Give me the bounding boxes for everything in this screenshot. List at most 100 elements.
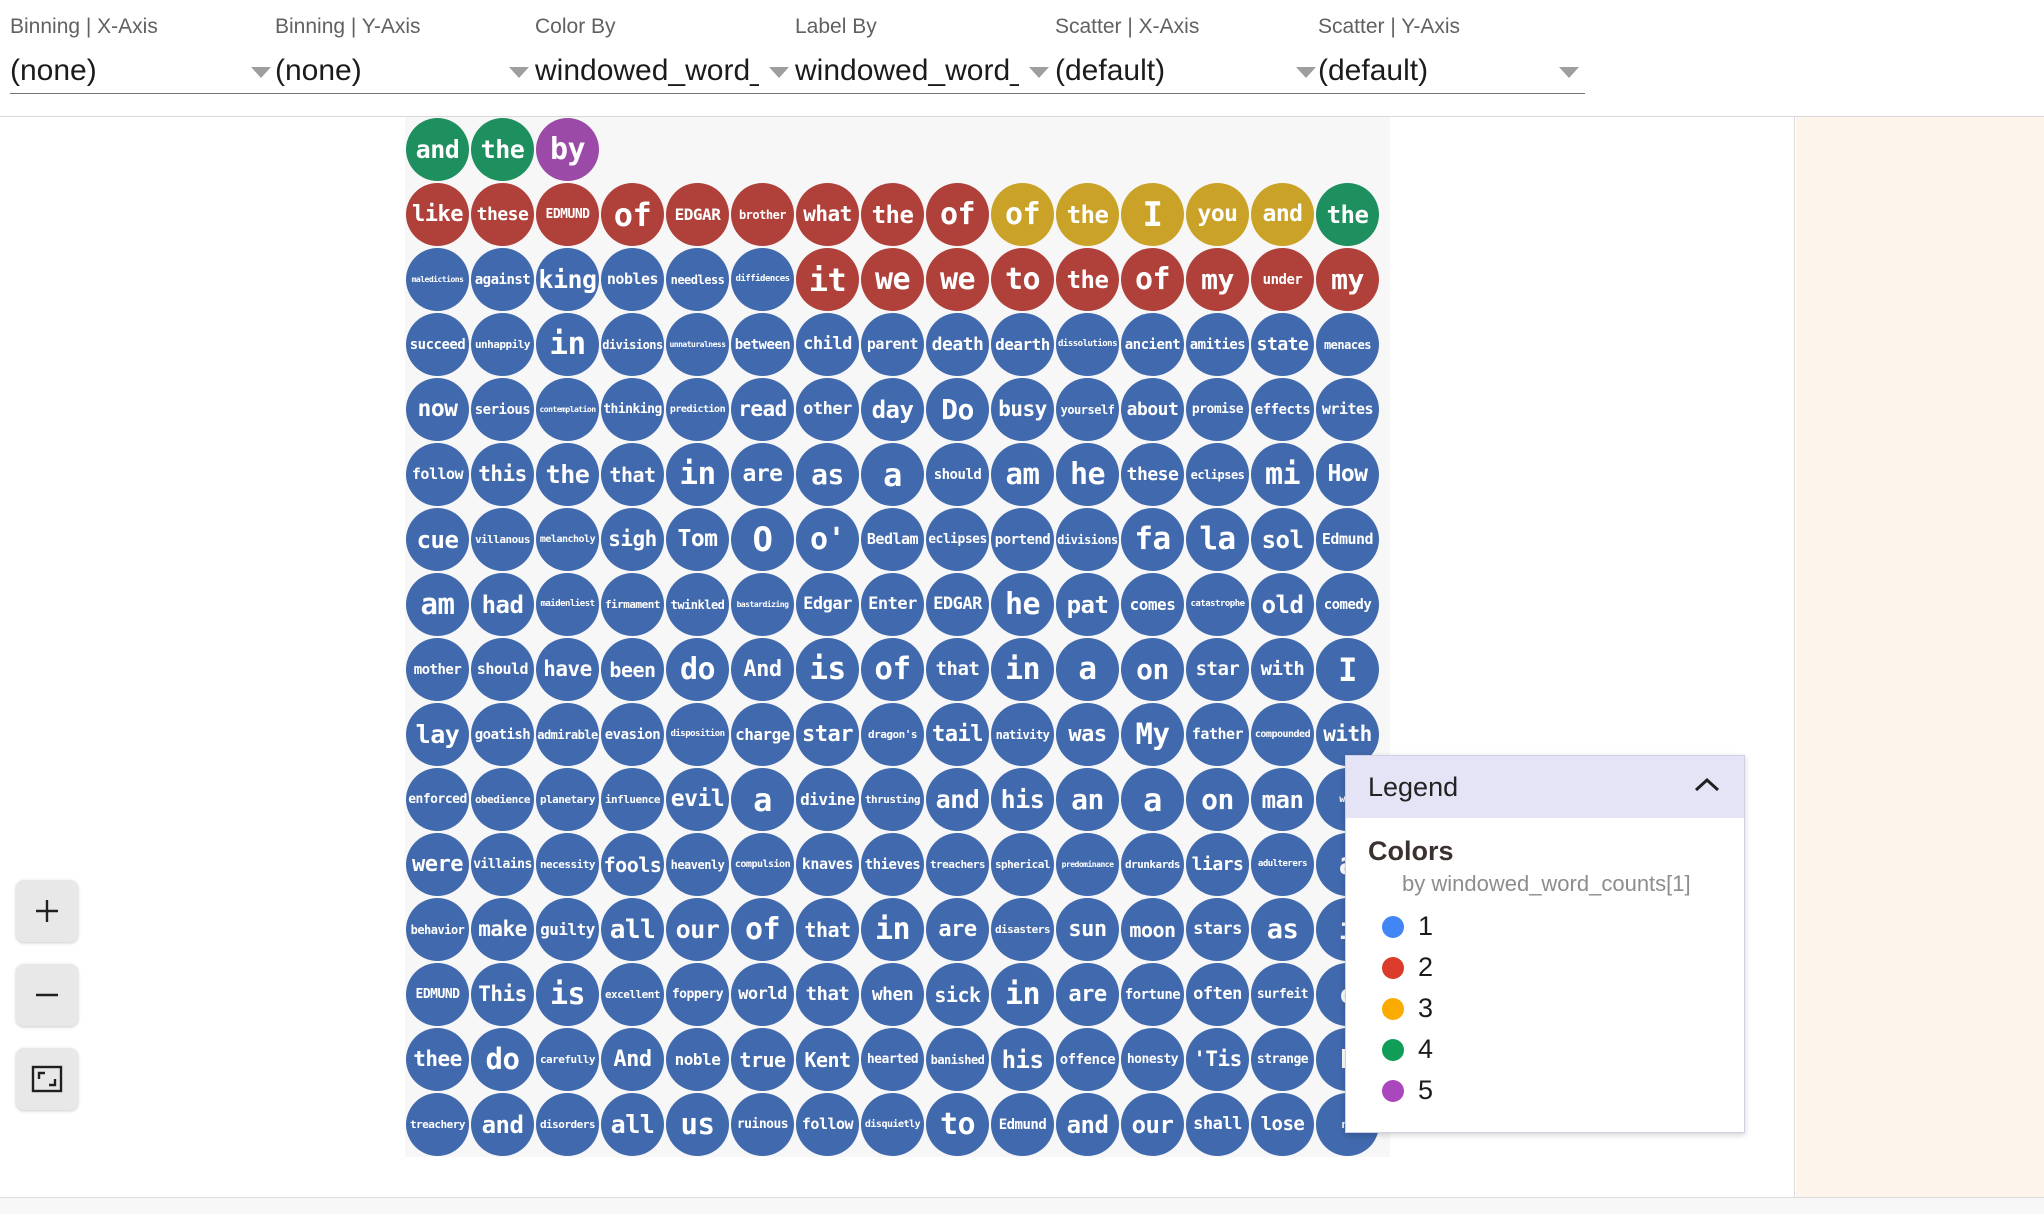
legend-item[interactable]: 3 — [1382, 993, 1722, 1024]
bubble-cell[interactable]: often — [1185, 962, 1250, 1027]
bubble-cell[interactable]: state — [1250, 312, 1315, 377]
bubble-cell[interactable]: the — [1055, 247, 1120, 312]
bubble[interactable]: I — [1316, 638, 1379, 701]
bubble[interactable]: these — [471, 183, 534, 246]
bubble-cell[interactable]: brother — [730, 182, 795, 247]
bubble[interactable]: planetary — [536, 768, 599, 831]
bubble-cell[interactable]: am — [405, 572, 470, 637]
bubble[interactable]: as — [1251, 898, 1314, 961]
bubble[interactable]: child — [796, 313, 859, 376]
bubble[interactable]: our — [1121, 1093, 1184, 1156]
bubble[interactable]: we — [861, 248, 924, 311]
bubble-cell[interactable]: catastrophe — [1185, 572, 1250, 637]
bubble[interactable]: menaces — [1316, 313, 1379, 376]
bubble[interactable]: prediction — [666, 378, 729, 441]
bubble[interactable]: nativity — [991, 703, 1054, 766]
bubble[interactable]: sol — [1251, 508, 1314, 571]
scatter-y-axis-select[interactable]: (default) — [1318, 48, 1585, 94]
bubble[interactable]: Do — [926, 378, 989, 441]
bubble[interactable]: My — [1121, 703, 1184, 766]
bubble-cell[interactable]: had — [470, 572, 535, 637]
bubble-cell[interactable]: what — [795, 182, 860, 247]
bubble[interactable]: needless — [666, 248, 729, 311]
bubble[interactable]: knaves — [796, 833, 859, 896]
bubble-cell[interactable]: necessity — [535, 832, 600, 897]
bubble[interactable]: of — [601, 183, 664, 246]
bubble-cell[interactable]: o' — [795, 507, 860, 572]
bubble[interactable]: heavenly — [666, 833, 729, 896]
bubble[interactable]: often — [1186, 963, 1249, 1026]
bubble[interactable]: fortune — [1121, 963, 1184, 1026]
label-by-select[interactable]: windowed_word_c — [795, 48, 1055, 94]
legend-item[interactable]: 5 — [1382, 1075, 1722, 1106]
bubble[interactable]: and — [1056, 1093, 1119, 1156]
bubble[interactable]: thee — [406, 1028, 469, 1091]
bubble-cell[interactable]: man — [1250, 767, 1315, 832]
bubble[interactable]: what — [796, 183, 859, 246]
bubble-cell[interactable]: he — [990, 572, 1055, 637]
bubble-cell[interactable]: my — [1315, 247, 1380, 312]
bubble-cell[interactable]: prediction — [665, 377, 730, 442]
bubble-cell[interactable]: hearted — [860, 1027, 925, 1092]
bubble-cell[interactable]: sol — [1250, 507, 1315, 572]
bubble-cell[interactable]: follow — [795, 1092, 860, 1157]
bubble[interactable]: 'Tis — [1186, 1028, 1249, 1091]
bubble-cell[interactable]: to — [990, 247, 1055, 312]
bubble-cell[interactable]: portend — [990, 507, 1055, 572]
bubble-cell[interactable]: Kent — [795, 1027, 860, 1092]
bubble[interactable]: EDMUND — [536, 183, 599, 246]
bubble[interactable]: I — [1121, 183, 1184, 246]
bubble[interactable]: that — [926, 638, 989, 701]
bubble[interactable]: stars — [1186, 898, 1249, 961]
bubble[interactable]: state — [1251, 313, 1314, 376]
bubble-cell[interactable]: promise — [1185, 377, 1250, 442]
bubble-cell[interactable]: as — [795, 442, 860, 507]
bubble[interactable]: EDGAR — [926, 573, 989, 636]
bubble-cell[interactable]: planetary — [535, 767, 600, 832]
bubble[interactable]: Edgar — [796, 573, 859, 636]
bubble[interactable]: we — [926, 248, 989, 311]
bubble[interactable]: How — [1316, 443, 1379, 506]
bubble[interactable]: unnaturalness — [666, 313, 729, 376]
bubble[interactable]: enforced — [406, 768, 469, 831]
bubble-cell[interactable]: foppery — [665, 962, 730, 1027]
bubble[interactable]: been — [601, 638, 664, 701]
bubble-cell[interactable]: EDGAR — [925, 572, 990, 637]
bubble-cell[interactable]: of — [925, 182, 990, 247]
bubble-cell[interactable]: and — [1055, 1092, 1120, 1157]
bubble[interactable]: the — [536, 443, 599, 506]
bubble[interactable]: about — [1121, 378, 1184, 441]
bubble-cell[interactable]: dissolutions — [1055, 312, 1120, 377]
bubble[interactable]: in — [861, 898, 924, 961]
bubble-cell[interactable]: a — [860, 442, 925, 507]
bubble-cell[interactable]: And — [730, 637, 795, 702]
bubble[interactable]: were — [406, 833, 469, 896]
bubble-cell[interactable]: the — [860, 182, 925, 247]
bubble[interactable]: portend — [991, 508, 1054, 571]
bubble[interactable]: lose — [1251, 1093, 1314, 1156]
bubble[interactable]: father — [1186, 703, 1249, 766]
bubble[interactable]: charge — [731, 703, 794, 766]
bubble-cell[interactable]: these — [1120, 442, 1185, 507]
bubble[interactable]: nobles — [601, 248, 664, 311]
color-by-select[interactable]: windowed_word_c — [535, 48, 795, 94]
bubble[interactable]: Tom — [666, 508, 729, 571]
bubble[interactable]: read — [731, 378, 794, 441]
bubble-cell[interactable]: on — [1120, 637, 1185, 702]
bubble-cell[interactable]: as — [1250, 897, 1315, 962]
bubble[interactable]: under — [1251, 248, 1314, 311]
bubble-cell[interactable]: offence — [1055, 1027, 1120, 1092]
bubble-cell[interactable]: you — [1185, 182, 1250, 247]
bubble[interactable]: when — [861, 963, 924, 1026]
bubble[interactable]: the — [1316, 183, 1379, 246]
bubble-cell[interactable]: follow — [405, 442, 470, 507]
bubble[interactable]: in — [536, 313, 599, 376]
bubble-cell[interactable]: these — [470, 182, 535, 247]
bubble-cell[interactable]: his — [990, 767, 1055, 832]
bubble-cell[interactable]: pat — [1055, 572, 1120, 637]
bubble[interactable]: disposition — [666, 703, 729, 766]
bubble[interactable]: necessity — [536, 833, 599, 896]
chevron-down-icon[interactable] — [1559, 66, 1579, 78]
bubble-cell[interactable]: are — [925, 897, 990, 962]
